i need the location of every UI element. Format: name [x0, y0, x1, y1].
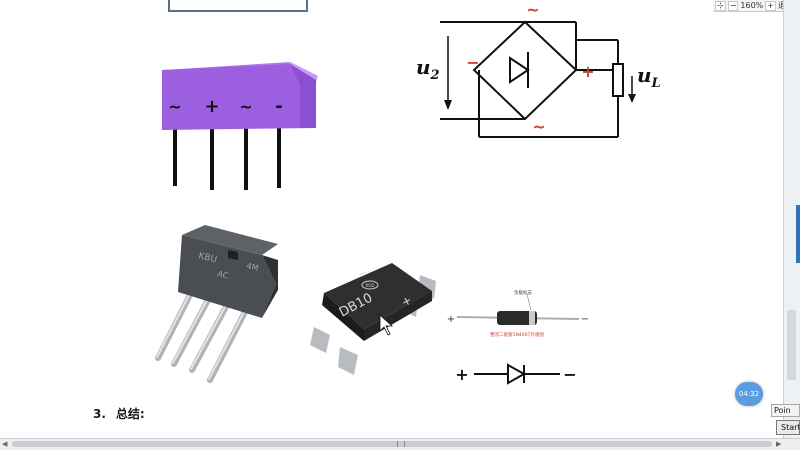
diode-symbol-minus: −	[563, 365, 576, 384]
diode-band	[529, 311, 535, 325]
summary-heading: 3. 总结:	[93, 405, 145, 422]
horizontal-scroll-thumb[interactable]	[12, 441, 772, 447]
bridge-block-pins	[173, 128, 281, 190]
svg-text:ROD: ROD	[365, 283, 374, 288]
svg-text:u2: u2	[416, 55, 440, 83]
diode-symbol-plus: +	[455, 365, 468, 384]
kbu-mark-1: AC	[217, 269, 230, 280]
bridge-diamond	[472, 20, 578, 121]
db10-package-photo: ROD DB10 − +	[310, 263, 436, 375]
input-voltage-label: u	[416, 55, 431, 79]
top-figure-frame	[168, 0, 308, 12]
kbu-part: 4M	[246, 261, 260, 273]
diode-symbol: + −	[455, 363, 577, 385]
kbu-brand: KBU	[197, 251, 218, 265]
output-voltage-sub: L	[651, 76, 661, 91]
diode-triangle	[509, 56, 530, 84]
summary-number: 3.	[93, 407, 106, 421]
output-voltage-label: u	[637, 63, 652, 87]
point-popup[interactable]: Poin	[771, 404, 800, 417]
zoom-in-button[interactable]: +	[765, 0, 776, 11]
diode-caption: 整流二极管1N4007外观图	[490, 331, 544, 338]
vertical-scroll-thumb[interactable]	[787, 310, 796, 380]
diode-body	[497, 311, 537, 325]
zoom-out-button[interactable]: −	[727, 0, 739, 11]
bridge-pin-label-2: +	[204, 96, 219, 117]
scroll-left-arrow-icon[interactable]: ◀	[2, 440, 8, 448]
scroll-right-arrow-icon[interactable]: ▶	[776, 440, 782, 448]
diode-photo: 负极标志 整流二极管1N4007外观图 + −	[447, 289, 589, 338]
zoom-level: 160%	[740, 1, 764, 10]
pos-mark: +	[581, 62, 594, 81]
kbu-package-photo: KBU 4M AC	[155, 225, 278, 383]
summary-text: 总结:	[115, 407, 145, 421]
fit-page-icon[interactable]: ⊹	[715, 0, 726, 11]
db10-body-side	[322, 293, 364, 341]
svg-text:uL: uL	[637, 63, 661, 91]
diode-photo-plus: +	[447, 314, 455, 325]
neg-mark: −	[466, 53, 479, 72]
input-voltage-sub: 2	[430, 68, 440, 83]
bridge-pin-label-3: ~	[239, 97, 252, 116]
bridge-circuit-diagram: ~ ~ − + u2 uL	[416, 0, 661, 138]
db10-body-top	[324, 263, 432, 329]
ac-mark-bottom: ~	[532, 117, 545, 136]
scroll-grip-icon	[397, 441, 405, 447]
start-button[interactable]: Start	[776, 420, 800, 435]
mouse-cursor	[379, 314, 394, 336]
db10-logo	[361, 280, 379, 290]
bridge-pin-label-1: ~	[168, 97, 181, 116]
bridge-block-front	[162, 64, 316, 130]
diode-band-note: 负极标志	[514, 289, 532, 296]
kbu-notch	[228, 250, 238, 260]
kbu-body-side	[262, 255, 278, 318]
document-page: ~ + ~ - ~ ~ − + u2 uL	[93, 0, 763, 422]
ac-mark-top: ~	[526, 0, 539, 19]
scrollbar-accent	[796, 205, 800, 263]
bridge-pin-label-4: -	[275, 96, 282, 117]
diode-photo-minus: −	[581, 314, 589, 325]
bridge-block-illustration: ~ + ~ -	[162, 62, 318, 190]
load-resistor	[612, 63, 624, 97]
kbu-body-front	[178, 235, 276, 318]
page-indicator-bubble[interactable]: 04:32	[735, 382, 763, 406]
